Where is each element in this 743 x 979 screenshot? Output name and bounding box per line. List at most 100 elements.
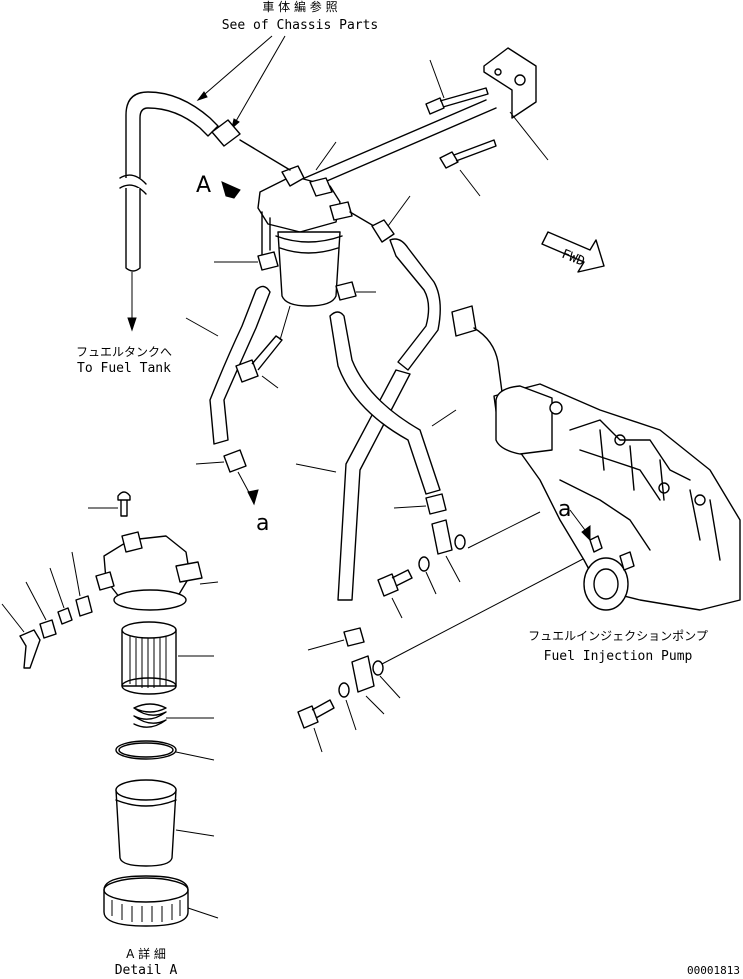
leader-line <box>25 581 47 621</box>
pump-connector <box>451 305 477 337</box>
return-hose-lower <box>125 188 141 272</box>
leader-line <box>231 35 286 129</box>
leader-line <box>71 551 81 597</box>
washer <box>372 660 384 676</box>
leader-line <box>387 195 411 227</box>
leader-line <box>197 35 273 101</box>
pump-label-jp: フュエルインジェクションポンプ <box>528 629 708 643</box>
leader-line <box>175 829 215 837</box>
return-hose <box>125 91 219 178</box>
detail-ring-nut-top <box>103 877 189 903</box>
detail-element-top <box>121 621 177 639</box>
leader-line <box>185 317 219 337</box>
leader-line <box>381 547 605 665</box>
pump-nipple <box>619 551 635 571</box>
leader-line <box>307 639 345 651</box>
leader-line <box>467 511 541 549</box>
injection-pump-body <box>493 383 741 611</box>
arrow-head <box>196 91 208 101</box>
pump-detail <box>559 419 721 561</box>
washer <box>338 682 350 698</box>
mounting-bracket <box>483 47 537 119</box>
chassis-label-jp: 車 体 編 参 照 <box>262 0 337 14</box>
leader-line <box>365 695 385 715</box>
leader-line <box>195 461 225 465</box>
leader-line <box>445 555 461 583</box>
filter-bolt <box>235 335 283 383</box>
leader-line <box>429 59 445 99</box>
leader-line <box>379 675 401 699</box>
hose-clamp <box>257 251 279 271</box>
detail-element-bottom <box>121 677 177 695</box>
banjo-fitting <box>351 655 375 693</box>
detail-head-base <box>113 589 187 611</box>
detail-bowl-ring <box>115 799 177 807</box>
tank-label-en: To Fuel Tank <box>77 361 171 376</box>
leader-line <box>49 567 65 609</box>
washer <box>454 534 466 550</box>
filter-bowl <box>277 231 341 307</box>
leader-line <box>393 505 427 509</box>
detail-fitting <box>95 571 115 591</box>
pump-bolt <box>658 482 670 494</box>
bracket-arm <box>299 99 497 191</box>
pump-solenoid <box>495 385 553 455</box>
leader-line <box>313 727 323 753</box>
banjo-fitting <box>431 519 453 555</box>
leader-line <box>431 409 457 427</box>
detail-fitting <box>121 531 143 553</box>
detail-spring <box>133 703 167 728</box>
view-a-label: A <box>196 173 211 198</box>
detail-valve-part <box>57 607 73 625</box>
pump-flange-inner <box>593 568 619 600</box>
filter-fitting <box>281 165 305 187</box>
detail-valve-part <box>39 619 57 639</box>
tank-label-jp: フュエルタンクへ <box>76 345 172 359</box>
leader-line <box>279 305 291 341</box>
hose-clamp <box>335 281 357 301</box>
hose-clamp <box>425 493 447 515</box>
leader-line <box>295 463 337 473</box>
detail-label-en: Detail A <box>115 963 178 978</box>
ref-a-label: a <box>256 511 269 536</box>
pump-flange <box>583 557 629 611</box>
detail-filter-head <box>103 535 191 605</box>
filter-head-line <box>261 211 271 261</box>
mounting-bolt <box>439 139 497 169</box>
detail-o-ring-inner <box>118 742 174 758</box>
leader-line <box>175 751 215 761</box>
bracket-hole <box>514 74 526 86</box>
drawing-number: 00001813 <box>687 964 740 977</box>
leader-line <box>187 907 219 919</box>
detail-lever <box>19 629 41 669</box>
detail-ring-nut <box>103 875 189 927</box>
leader-line <box>345 699 357 731</box>
pump-nipple <box>589 535 603 553</box>
hose-break <box>119 174 147 195</box>
detail-bowl-rim <box>115 779 177 801</box>
ref-a-label: a <box>558 497 571 522</box>
arrow-head <box>247 489 259 506</box>
mounting-bolt <box>425 87 489 115</box>
fuel-hose <box>329 311 441 495</box>
pump-wire <box>473 327 503 393</box>
detail-o-ring <box>115 740 177 760</box>
detail-screw <box>117 491 131 517</box>
washer <box>418 556 430 572</box>
leader-line <box>425 571 437 595</box>
pump-bolt <box>614 434 626 446</box>
detail-valve-part <box>75 595 93 617</box>
detail-fitting <box>175 561 203 583</box>
detail-element-pleats <box>129 636 167 688</box>
leader-line <box>459 169 481 197</box>
fwd-arrow <box>541 231 605 273</box>
filter-bowl-ring <box>275 235 343 254</box>
fuel-hose <box>389 238 441 371</box>
leader-line <box>261 375 279 389</box>
banjo-bolt <box>377 569 413 597</box>
leader-line <box>199 581 219 585</box>
arrow-head <box>127 317 137 332</box>
arrow-head <box>581 525 591 542</box>
